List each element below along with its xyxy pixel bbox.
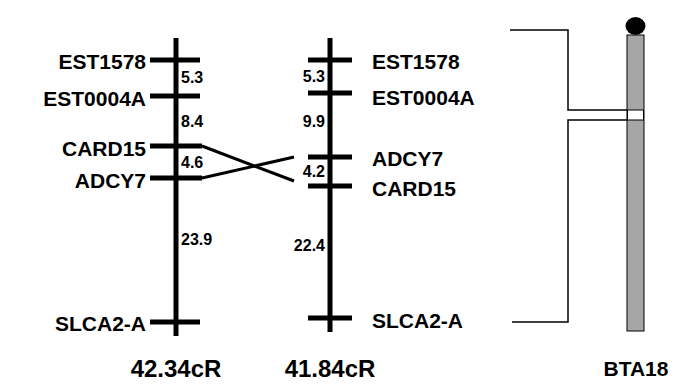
marker-tick — [308, 91, 352, 96]
marker-tick — [308, 316, 352, 321]
marker-name: SLCA2-A — [372, 310, 463, 331]
distance-number: 22.4 — [294, 238, 325, 254]
marker-name: EST0004A — [372, 87, 475, 108]
cross-line — [202, 146, 294, 181]
marker-name: EST1578 — [58, 51, 146, 72]
marker-name: ADCY7 — [372, 148, 443, 169]
marker-tick — [150, 320, 200, 325]
marker-tick — [308, 155, 352, 160]
marker-name: EST1578 — [372, 51, 460, 72]
distance-number: 4.2 — [303, 164, 325, 180]
distance-number: 4.6 — [181, 155, 203, 171]
order-cross — [202, 146, 294, 181]
marker-name: EST0004A — [43, 88, 146, 109]
map-axis — [174, 38, 179, 336]
distance-number: 5.3 — [303, 69, 325, 85]
marker-tick — [150, 58, 200, 63]
marker-tick — [150, 94, 200, 99]
marker-tick — [308, 58, 352, 63]
distance-number: 23.9 — [181, 232, 212, 248]
region-bracket — [510, 30, 636, 322]
chromosome-band — [628, 110, 644, 120]
marker-name: CARD15 — [62, 138, 146, 159]
distance-number: 8.4 — [181, 114, 203, 130]
distance-number: 5.3 — [181, 70, 203, 86]
marker-name: SLCA2-A — [55, 313, 146, 334]
map-length: 42.34cR — [131, 357, 222, 381]
marker-name: CARD15 — [372, 178, 456, 199]
chromosome-ideogram — [626, 17, 646, 331]
centromere — [626, 17, 646, 35]
marker-tick — [150, 176, 202, 181]
marker-tick — [150, 144, 202, 149]
cross-line — [202, 157, 294, 178]
chromosome-name: BTA18 — [604, 358, 669, 379]
chromosome-body — [627, 35, 644, 331]
bracket-line — [512, 120, 636, 322]
marker-tick — [308, 184, 352, 189]
marker-name: ADCY7 — [75, 170, 146, 191]
distance-number: 9.9 — [303, 114, 325, 130]
bracket-line — [510, 30, 636, 110]
map-length: 41.84cR — [285, 357, 376, 381]
